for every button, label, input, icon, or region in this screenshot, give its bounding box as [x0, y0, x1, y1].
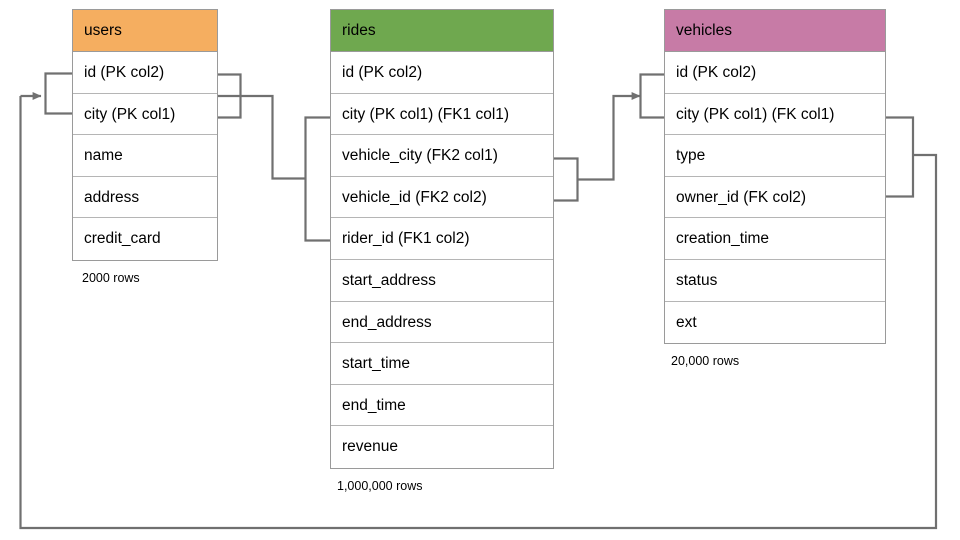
table-rides-field-revenue[interactable]: revenue [331, 426, 553, 468]
table-rides-field-vehicle-city[interactable]: vehicle_city (FK2 col1) [331, 135, 553, 177]
table-rides-header: rides [331, 10, 553, 52]
table-vehicles-field-status[interactable]: status [665, 259, 885, 302]
table-users-field-address[interactable]: address [73, 176, 217, 219]
table-users-field-name[interactable]: name [73, 135, 217, 177]
table-vehicles[interactable]: vehicles id (PK col2) city (PK col1) (FK… [664, 9, 886, 345]
table-rides[interactable]: rides id (PK col2) city (PK col1) (FK1 c… [330, 9, 554, 469]
connector-users-left-bracket [44, 72, 73, 115]
table-vehicles-field-owner-id[interactable]: owner_id (FK col2) [665, 176, 885, 219]
table-rides-field-start-time[interactable]: start_time [331, 343, 553, 385]
table-vehicles-field-creation-time[interactable]: creation_time [665, 218, 885, 260]
table-rides-field-start-address[interactable]: start_address [331, 259, 553, 302]
table-users-field-id[interactable]: id (PK col2) [73, 52, 217, 94]
table-users-header: users [73, 10, 217, 52]
table-rides-field-id[interactable]: id (PK col2) [331, 52, 553, 94]
connector-rides-fk2-to-vehicles [554, 73, 665, 202]
table-users-field-city[interactable]: city (PK col1) [73, 93, 217, 136]
table-vehicles-header: vehicles [665, 10, 885, 52]
table-vehicles-field-id[interactable]: id (PK col2) [665, 52, 885, 94]
table-vehicles-field-city[interactable]: city (PK col1) (FK col1) [665, 93, 885, 136]
table-rides-field-end-address[interactable]: end_address [331, 301, 553, 344]
table-vehicles-rows-label: 20,000 rows [671, 354, 740, 368]
table-vehicles-field-type[interactable]: type [665, 135, 885, 177]
table-users-rows-label: 2000 rows [82, 271, 140, 285]
table-rides-field-city[interactable]: city (PK col1) (FK1 col1) [331, 93, 553, 136]
table-users-field-credit-card[interactable]: credit_card [73, 218, 217, 260]
table-rides-field-rider-id[interactable]: rider_id (FK1 col2) [331, 218, 553, 260]
table-users[interactable]: users id (PK col2) city (PK col1) name a… [72, 9, 218, 261]
table-rides-rows-label: 1,000,000 rows [337, 479, 423, 493]
table-vehicles-field-ext[interactable]: ext [665, 301, 885, 344]
table-rides-field-vehicle-id[interactable]: vehicle_id (FK2 col2) [331, 176, 553, 219]
table-rides-field-end-time[interactable]: end_time [331, 384, 553, 427]
